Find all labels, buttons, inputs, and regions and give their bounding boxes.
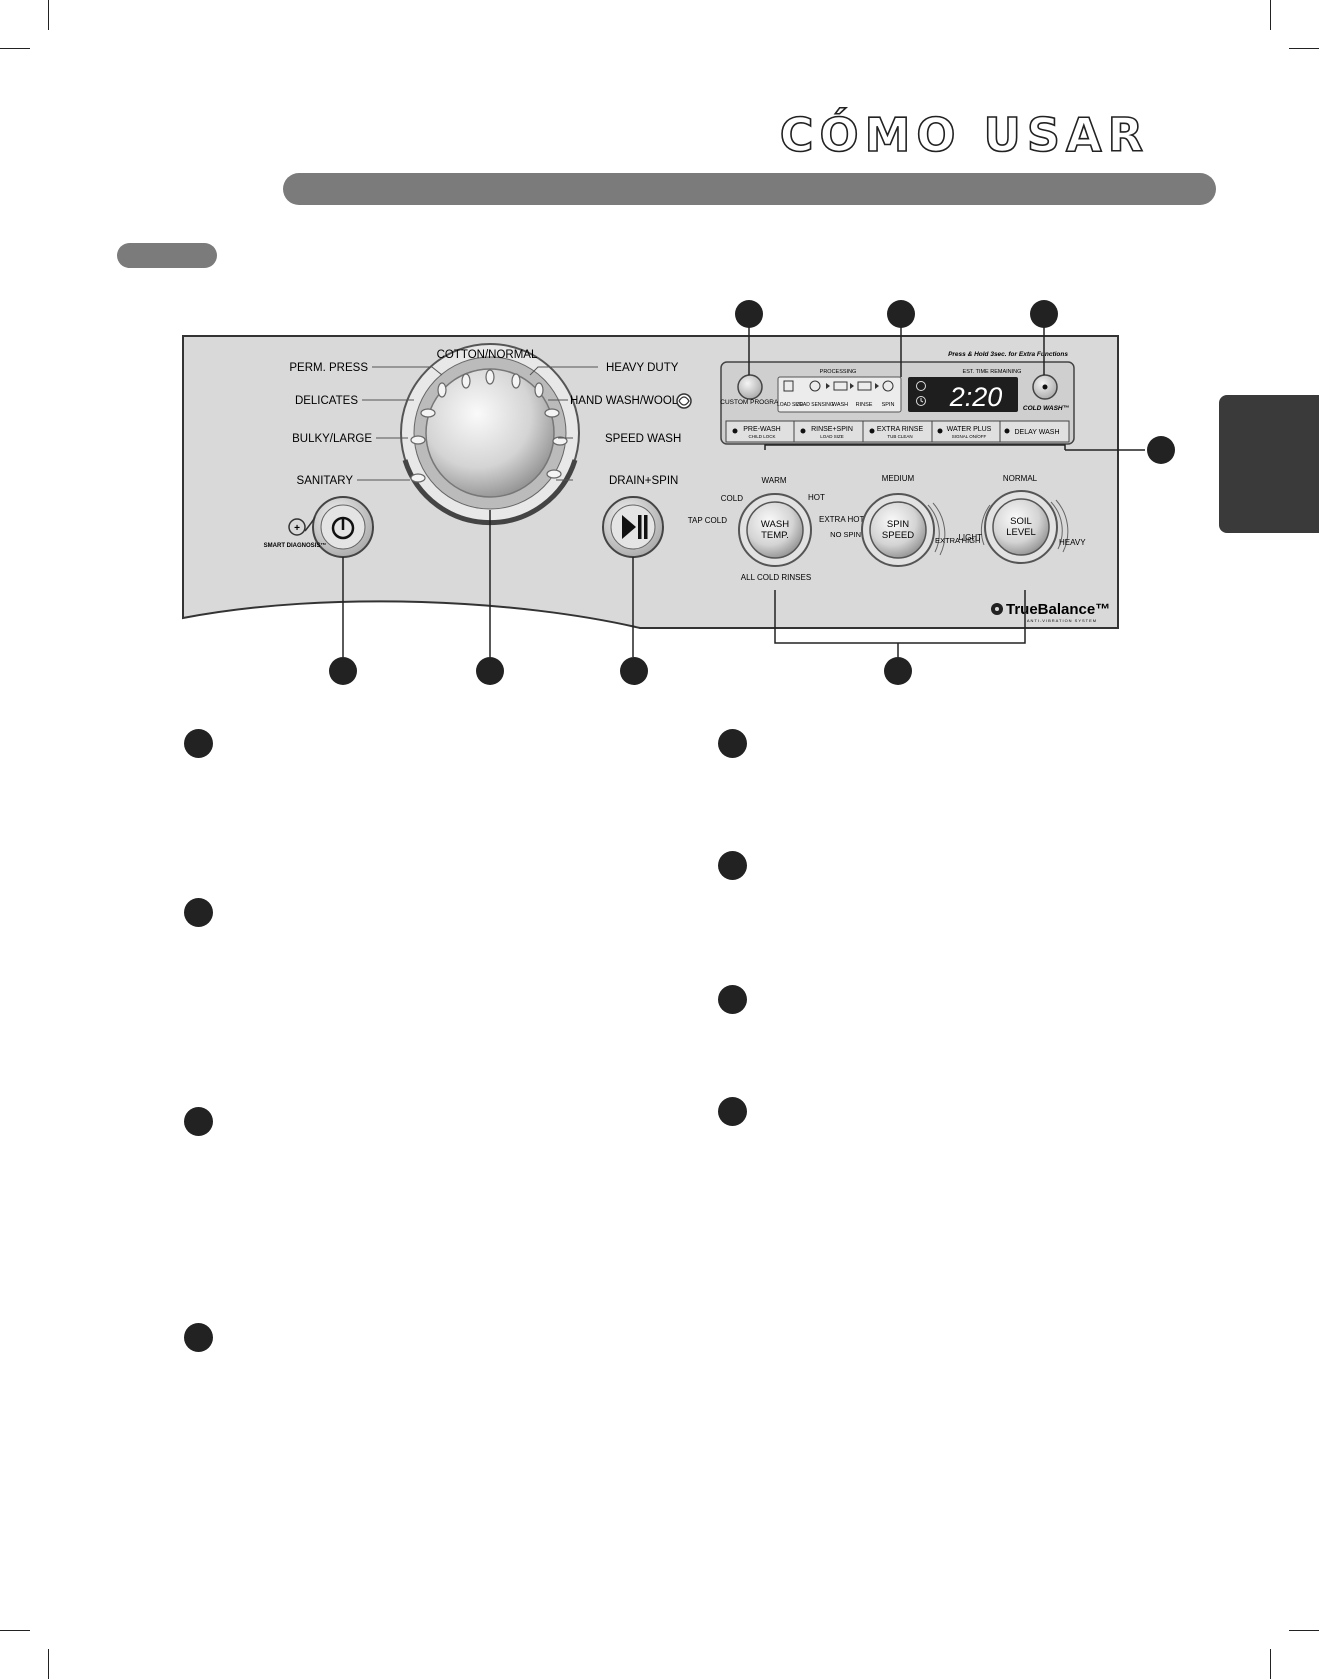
- option-extra-rinse-label: EXTRA RINSE: [877, 426, 924, 433]
- est-time-label: EST. TIME REMAINING: [963, 369, 1022, 375]
- option-extra-rinse-sub: TUB CLEAN: [887, 434, 912, 439]
- wash-temp-warm: WARM: [761, 476, 786, 485]
- brand-subtitle: ANTI-VIBRATION SYSTEM: [1027, 618, 1097, 623]
- stage-load-size: LOAD SIZE: [777, 402, 804, 408]
- time-display: [908, 377, 1018, 412]
- description-marker: [718, 729, 747, 758]
- option-pre-wash-button[interactable]: PRE-WASH CHILD LOCK: [732, 426, 781, 439]
- option-pre-wash-sub: CHILD LOCK: [748, 434, 775, 439]
- page-title: CÓMO USAR: [779, 107, 1149, 163]
- time-remaining-value: 2:20: [949, 382, 1003, 412]
- wash-temp-label-1: WASH: [761, 519, 789, 530]
- option-delay-wash-label: DELAY WASH: [1015, 429, 1060, 436]
- spin-speed-no-spin: NO SPIN: [830, 530, 861, 539]
- cycle-indicator-leds: [410, 369, 568, 483]
- clock-icon: [916, 396, 926, 406]
- description-marker: [184, 729, 213, 758]
- description-marker: [718, 851, 747, 880]
- soil-level-heavy: HEAVY: [1059, 538, 1086, 547]
- crop-mark: [1270, 0, 1271, 30]
- crop-mark: [0, 1630, 30, 1631]
- lock-icon: [916, 381, 926, 391]
- spin-speed-label-2: SPEED: [882, 530, 914, 541]
- chapter-tab: [1219, 395, 1319, 533]
- play-pause-icon: [622, 515, 648, 539]
- subsection-pill: [117, 243, 217, 268]
- callout-markers: [329, 300, 1175, 685]
- cycle-delicates[interactable]: DELICATES: [295, 395, 358, 407]
- spin-speed-label-1: SPIN: [887, 519, 909, 530]
- description-marker: [184, 1323, 213, 1352]
- description-marker: [718, 1097, 747, 1126]
- progress-display: [777, 376, 902, 413]
- stage-icons: [783, 380, 894, 392]
- crop-mark: [1289, 48, 1319, 49]
- option-water-plus-sub: SIGNAL ON/OFF: [952, 434, 987, 439]
- callout-lines: [342, 327, 1145, 657]
- wash-temp-all-cold-rinses: ALL COLD RINSES: [741, 573, 811, 582]
- stage-load-sensing: LOAD SENSING: [796, 402, 834, 408]
- section-header-bar: [283, 173, 1216, 205]
- soil-level-knob[interactable]: [980, 490, 1069, 564]
- option-rinse-spin-sub: LOAD SIZE: [820, 434, 844, 439]
- cycle-heavy-duty[interactable]: HEAVY DUTY: [606, 362, 679, 374]
- option-delay-wash-button[interactable]: DELAY WASH: [1004, 428, 1060, 437]
- option-buttons-row: [725, 420, 1070, 443]
- description-marker: [184, 898, 213, 927]
- option-extra-rinse-button[interactable]: EXTRA RINSE TUB CLEAN: [869, 426, 924, 439]
- cycle-cotton-normal[interactable]: COTTON/NORMAL: [437, 349, 538, 361]
- crop-mark: [48, 0, 49, 30]
- wash-temp-tap-cold: TAP COLD: [688, 516, 727, 525]
- crop-mark: [1289, 1630, 1319, 1631]
- cold-wash-led: [1042, 384, 1048, 390]
- wash-temp-hot: HOT: [808, 493, 825, 502]
- description-marker: [184, 1107, 213, 1136]
- custom-program-button[interactable]: [737, 374, 763, 400]
- stage-arrows: [826, 383, 879, 389]
- cycle-hand-wash-wool[interactable]: HAND WASH/WOOL: [570, 395, 679, 407]
- svg-text:+: +: [294, 523, 300, 534]
- press-hold-note: Press & Hold 3sec. for Extra Functions: [948, 351, 1068, 358]
- option-pre-wash-label: PRE-WASH: [743, 426, 780, 433]
- cycle-drain-spin[interactable]: DRAIN+SPIN: [609, 475, 678, 487]
- cycle-sanitary[interactable]: SANITARY: [297, 475, 354, 487]
- truebalance-logo-icon: [991, 603, 1003, 615]
- smart-diagnosis-label: SMART DIAGNOSIS™: [264, 542, 327, 549]
- option-water-plus-button[interactable]: WATER PLUS SIGNAL ON/OFF: [937, 426, 992, 439]
- brand-name: TrueBalance™: [1006, 601, 1110, 618]
- cycle-bulky-large[interactable]: BULKY/LARGE: [292, 433, 372, 445]
- stage-wash: WASH: [832, 402, 848, 408]
- wash-temp-knob[interactable]: [738, 493, 812, 567]
- description-marker: [718, 985, 747, 1014]
- stage-spin: SPIN: [882, 402, 895, 408]
- control-panel-diagram: PERM. PRESS DELICATES BULKY/LARGE SANITA…: [182, 300, 1175, 685]
- processing-label: PROCESSING: [820, 369, 857, 375]
- spin-speed-medium: MEDIUM: [882, 474, 915, 483]
- soil-level-label-2: LEVEL: [1006, 527, 1036, 538]
- crop-mark: [0, 48, 30, 49]
- power-icon: [331, 516, 355, 540]
- spin-speed-knob[interactable]: [861, 493, 946, 567]
- smart-diagnosis-icon: +: [288, 516, 316, 536]
- stage-rinse: RINSE: [856, 402, 873, 408]
- crop-mark: [1270, 1649, 1271, 1679]
- soil-level-normal: NORMAL: [1003, 474, 1038, 483]
- cold-wash-label: COLD WASH™: [1023, 405, 1069, 412]
- wash-temp-extra-hot: EXTRA HOT: [819, 515, 864, 524]
- soil-level-label-1: SOIL: [1010, 516, 1032, 527]
- crop-mark: [48, 1649, 49, 1679]
- soil-level-light: LIGHT: [958, 533, 982, 542]
- cycle-leader-lines: [357, 366, 598, 481]
- woolmark-icon: [676, 393, 692, 409]
- cycle-speed-wash[interactable]: SPEED WASH: [605, 433, 681, 445]
- option-rinse-spin-label: RINSE+SPIN: [811, 426, 853, 433]
- wash-temp-cold: COLD: [721, 494, 743, 503]
- option-water-plus-label: WATER PLUS: [947, 426, 992, 433]
- custom-program-label: CUSTOM PROGRAM: [720, 399, 783, 406]
- option-rinse-spin-button[interactable]: RINSE+SPIN LOAD SIZE: [800, 426, 853, 439]
- wash-temp-label-2: TEMP.: [761, 530, 789, 541]
- spin-speed-extra-high: EXTRA HIGH: [935, 536, 980, 545]
- cycle-perm-press[interactable]: PERM. PRESS: [289, 362, 368, 374]
